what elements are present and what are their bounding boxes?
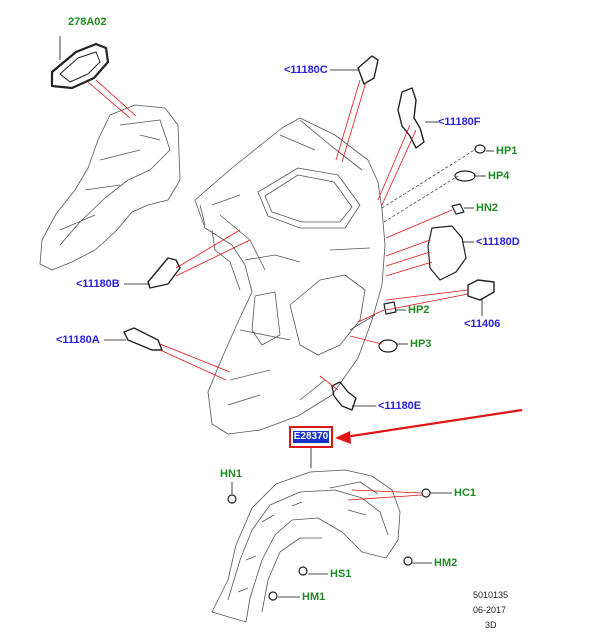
callout-hp2: HP2 bbox=[408, 304, 430, 316]
diagram-view: 3D bbox=[485, 620, 497, 630]
inner-panel-shape bbox=[39, 104, 181, 271]
callout-hp1: HP1 bbox=[496, 145, 518, 157]
callout-11180a: <11180A bbox=[56, 334, 100, 346]
callout-hm1: HM1 bbox=[302, 591, 326, 603]
callout-278a02: 278A02 bbox=[68, 16, 107, 28]
highlighted-part-label: E28370 bbox=[293, 431, 329, 443]
callout-hn2: HN2 bbox=[476, 202, 499, 214]
gasket-part-shape bbox=[50, 42, 110, 90]
body-shell-shape bbox=[194, 117, 386, 435]
callout-11180f: <11180F bbox=[438, 116, 481, 128]
callout-11180e: <11180E bbox=[378, 400, 422, 412]
diagram-ref-number: 5010135 bbox=[473, 590, 509, 600]
highlight-arrow bbox=[335, 408, 523, 444]
callout-hp4: HP4 bbox=[488, 170, 510, 182]
callout-11406: <11406 bbox=[464, 318, 501, 330]
diagram-date: 06-2017 bbox=[473, 605, 507, 615]
callout-11180d: <11180D bbox=[476, 236, 520, 248]
callout-11180b: <11180B bbox=[76, 278, 120, 290]
highlighted-part-callout[interactable]: E28370 bbox=[289, 426, 333, 448]
callout-hn1: HN1 bbox=[220, 468, 243, 480]
callout-hp3: HP3 bbox=[410, 338, 432, 350]
callout-hc1: HC1 bbox=[454, 487, 477, 499]
callout-hm2: HM2 bbox=[434, 557, 458, 569]
callout-11180c: <11180C bbox=[284, 64, 328, 76]
callout-hs1: HS1 bbox=[330, 568, 352, 580]
wheel-arch-liner-shape bbox=[211, 469, 401, 623]
